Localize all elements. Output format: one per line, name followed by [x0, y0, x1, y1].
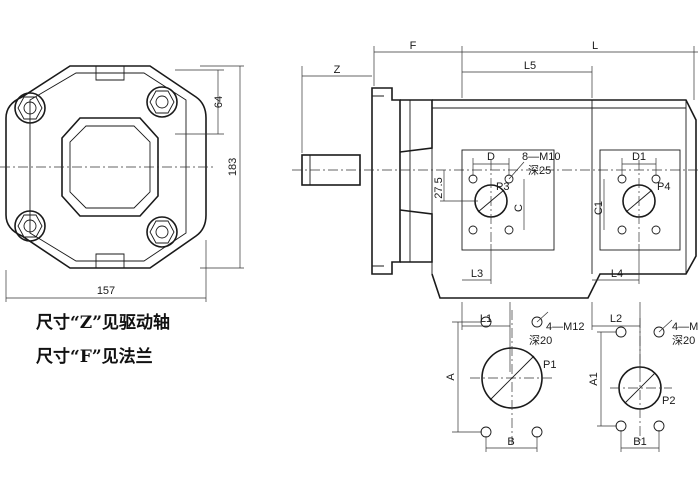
- port-detail-p2: L2 4—M 深20 P2 A1 B1: [588, 302, 698, 452]
- dim-L4-label: L4: [611, 268, 623, 280]
- front-flange-outline: [5, 65, 207, 269]
- port-pad-p4: [599, 149, 681, 251]
- port-p3: [468, 160, 514, 242]
- thread-8-M10-label: 8—M10: [522, 151, 561, 163]
- depth-20-right-label: 深20: [672, 334, 695, 347]
- dim-B-label: B: [507, 436, 514, 448]
- front-top-lug: [95, 66, 125, 81]
- port-P2-label: P2: [662, 395, 675, 407]
- port-P4-label: P4: [657, 181, 670, 193]
- dim-A1-label: A1: [588, 372, 600, 385]
- port-detail-p1: L1 4—M12 深20 P1 A B: [445, 302, 585, 452]
- dim-27-5-label: 27.5: [433, 177, 445, 198]
- dim-Z-label: Z: [334, 64, 341, 76]
- front-bolt-bottom-right: [146, 216, 178, 248]
- port-P3-label: P3: [496, 181, 509, 193]
- dim-C1-label: C1: [593, 201, 605, 215]
- front-view: 64 183 157: [0, 65, 244, 302]
- front-bolt-top-left: [14, 92, 46, 124]
- dim-L2-label: L2: [610, 313, 622, 325]
- front-center-boss-inner: [69, 125, 151, 209]
- thread-4-M-label: 4—M: [672, 321, 698, 333]
- dim-D1-label: D1: [632, 151, 646, 163]
- dim-L3-label: L3: [471, 268, 483, 280]
- dim-64-label: 64: [213, 96, 225, 108]
- side-flange: [371, 87, 401, 275]
- dim-C-label: C: [513, 204, 525, 212]
- note-z-drive-shaft: 尺寸“Z”见驱动轴: [36, 313, 170, 333]
- front-bolt-top-right: [146, 86, 178, 118]
- front-center-boss: [61, 117, 159, 217]
- front-flange-inner: [29, 72, 187, 262]
- front-bottom-lug: [95, 253, 125, 268]
- side-front-cover: [399, 99, 433, 263]
- depth-20-left-label: 深20: [529, 334, 552, 347]
- dim-183-label: 183: [227, 158, 239, 176]
- dim-F-label: F: [410, 40, 417, 52]
- dim-B1-label: B1: [633, 436, 646, 448]
- port-P1-label: P1: [543, 359, 556, 371]
- note-f-flange: 尺寸“F”见法兰: [36, 347, 153, 367]
- dim-D-label: D: [487, 151, 495, 163]
- dim-L1-label: L1: [480, 313, 492, 325]
- dim-157-label: 157: [97, 285, 115, 297]
- port-pad-p3: [461, 149, 555, 251]
- dim-A-label: A: [445, 373, 457, 381]
- port-p4: [617, 160, 661, 242]
- front-bolt-bottom-left: [14, 210, 46, 242]
- thread-4-M12-label: 4—M12: [546, 321, 585, 333]
- side-view: F L Z L5 D D1 8—M10 深25 P3 P4 27.5: [292, 40, 700, 299]
- dim-L5-label: L5: [524, 60, 536, 72]
- dim-L-label: L: [592, 40, 598, 52]
- depth-25-label: 深25: [528, 164, 551, 177]
